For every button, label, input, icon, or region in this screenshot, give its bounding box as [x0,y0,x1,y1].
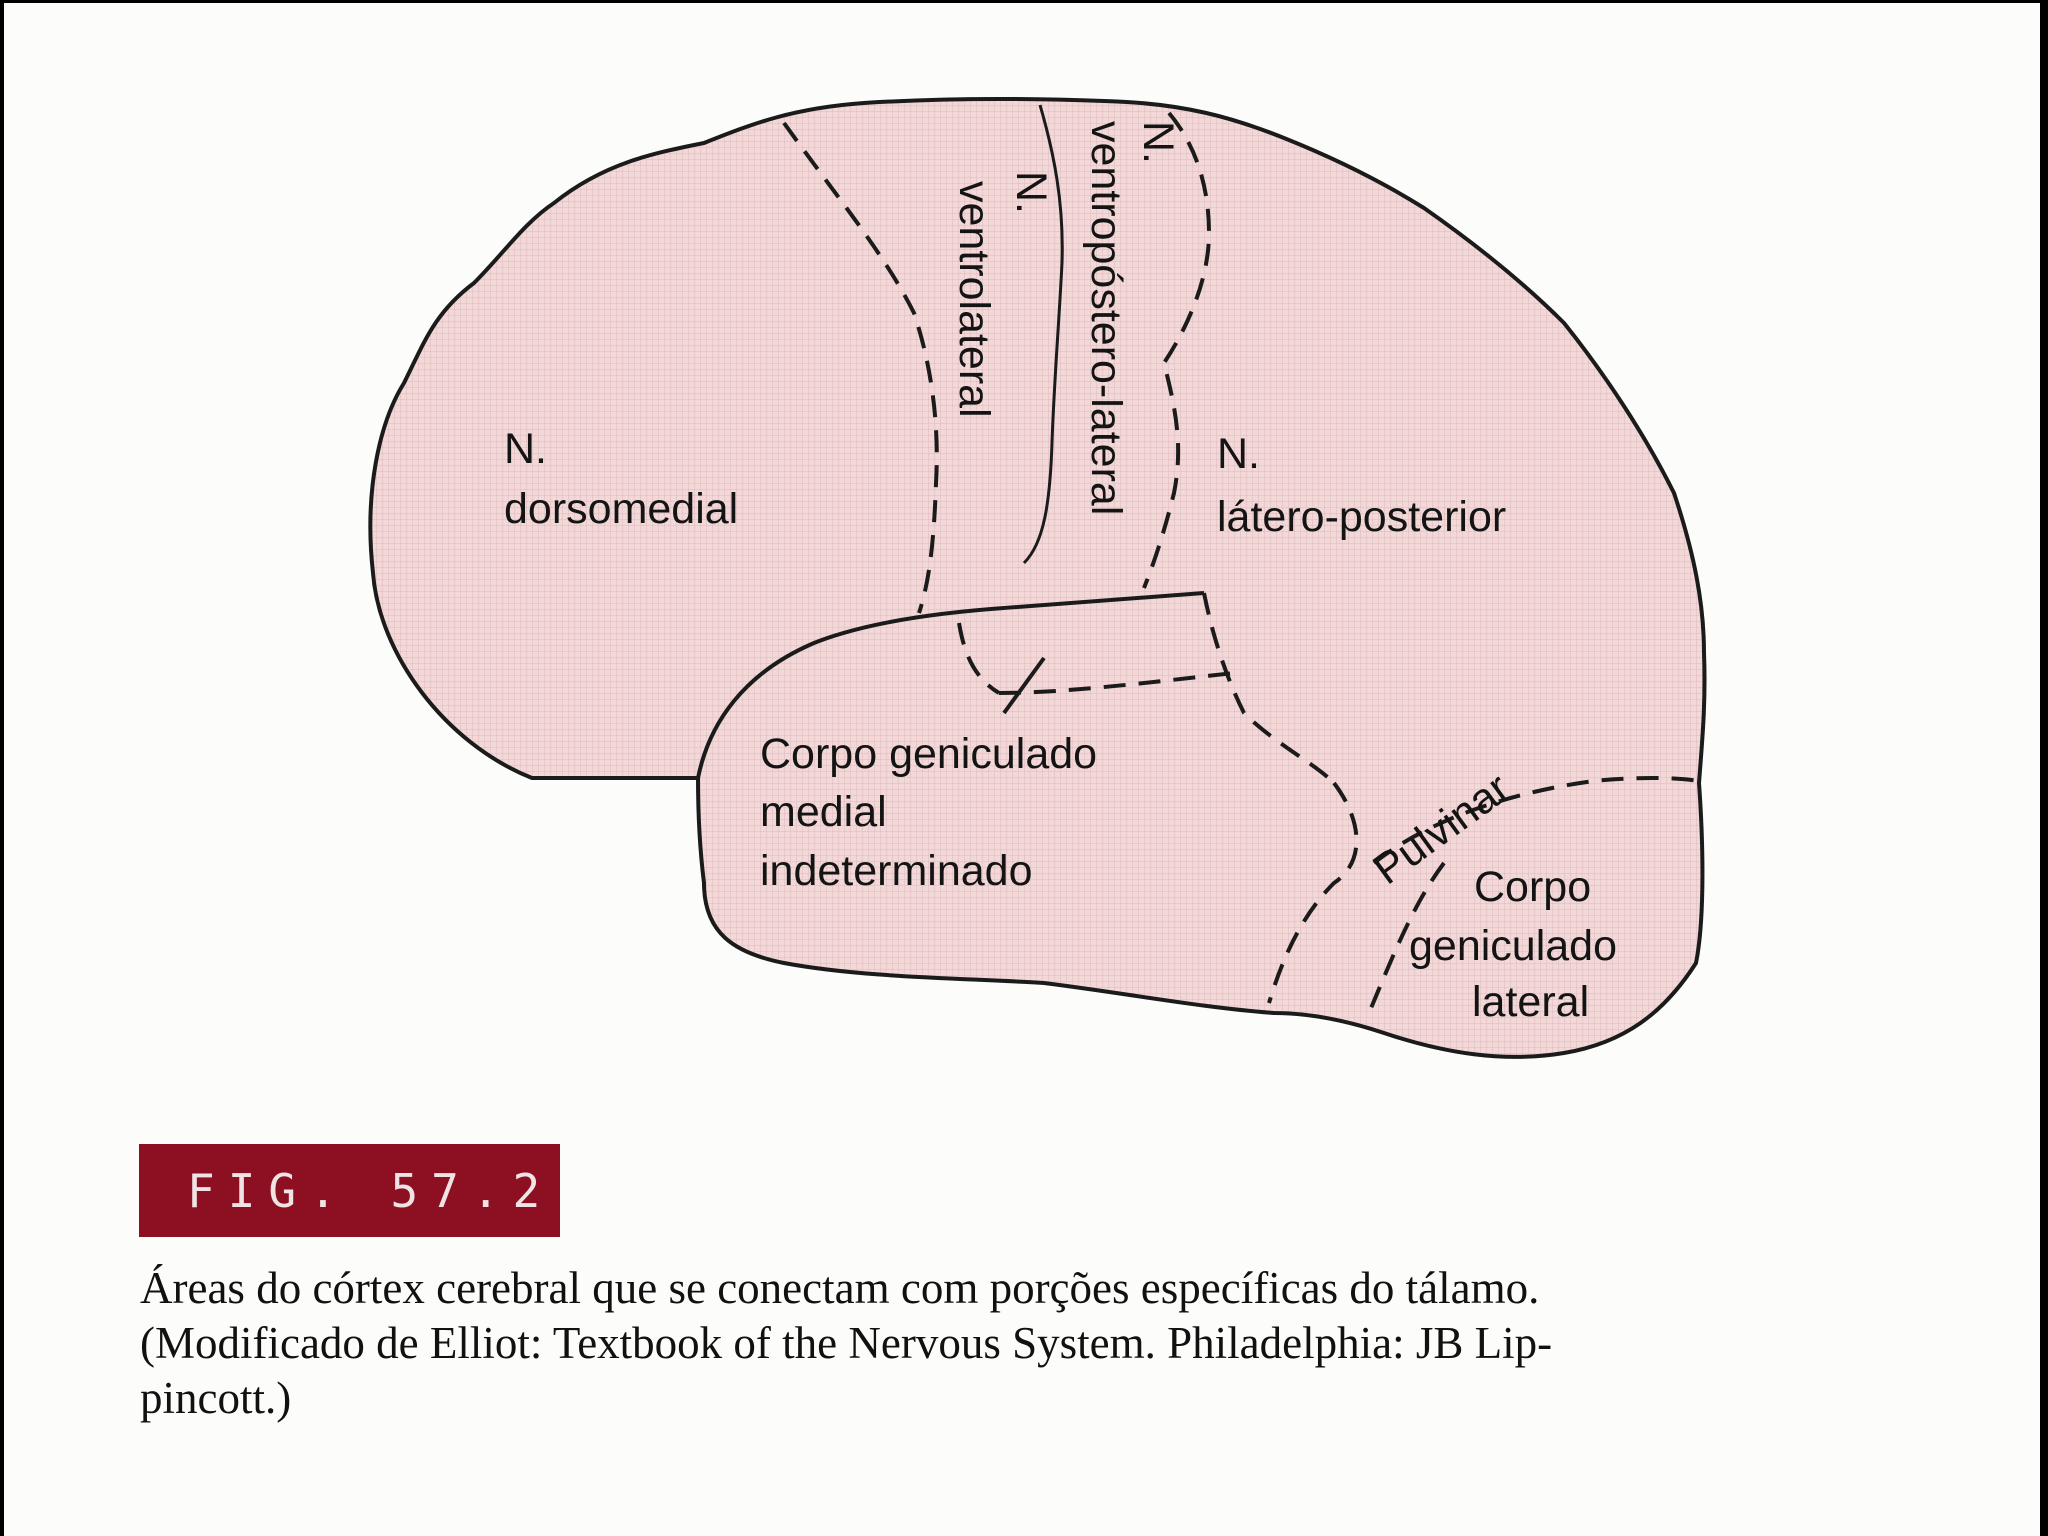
label-ventroposterolateral-1: N. [1134,121,1182,164]
caption-line-3: pincott.) [140,1373,292,1423]
caption-line-1: Áreas do córtex cerebral que se conectam… [140,1263,1540,1313]
sulcus-line [1022,104,1064,565]
tick-mark [1002,656,1046,715]
label-ventrolateral-1: N. [1007,171,1055,214]
page: N. dorsomedial N. ventrolateral N. ventr… [4,3,2040,1536]
brain-outline [368,96,1707,1059]
figure-caption: Áreas do córtex cerebral que se conectam… [140,1261,1960,1426]
label-ventrolateral-2: ventrolateral [950,181,998,418]
label-lateral-geniculate-3: lateral [1472,978,1589,1026]
label-medial-geniculate-2: medial [760,788,887,836]
label-lateral-geniculate-1: Corpo [1474,863,1591,911]
label-medial-geniculate-3: indeterminado [760,847,1033,895]
label-lateroposterior-1: N. [1217,430,1260,478]
label-dorsomedial-1: N. [504,425,547,473]
label-lateroposterior-2: látero-posterior [1217,493,1506,541]
label-medial-geniculate-1: Corpo geniculado [760,730,1097,778]
temporal-lobe-border [696,591,1205,779]
label-lateral-geniculate-2: geniculado [1409,922,1617,970]
figure-number: FIG. 57.2 [187,1163,554,1218]
label-dorsomedial-2: dorsomedial [504,485,738,533]
brain-diagram: N. dorsomedial N. ventrolateral N. ventr… [368,96,1707,1059]
figure-number-badge: FIG. 57.2 [139,1144,560,1237]
caption-line-2: (Modificado de Elliot: Textbook of the N… [140,1318,1553,1368]
label-ventroposterolateral-2: ventropóstero-lateral [1082,121,1130,515]
region-boundaries [782,111,1700,1014]
